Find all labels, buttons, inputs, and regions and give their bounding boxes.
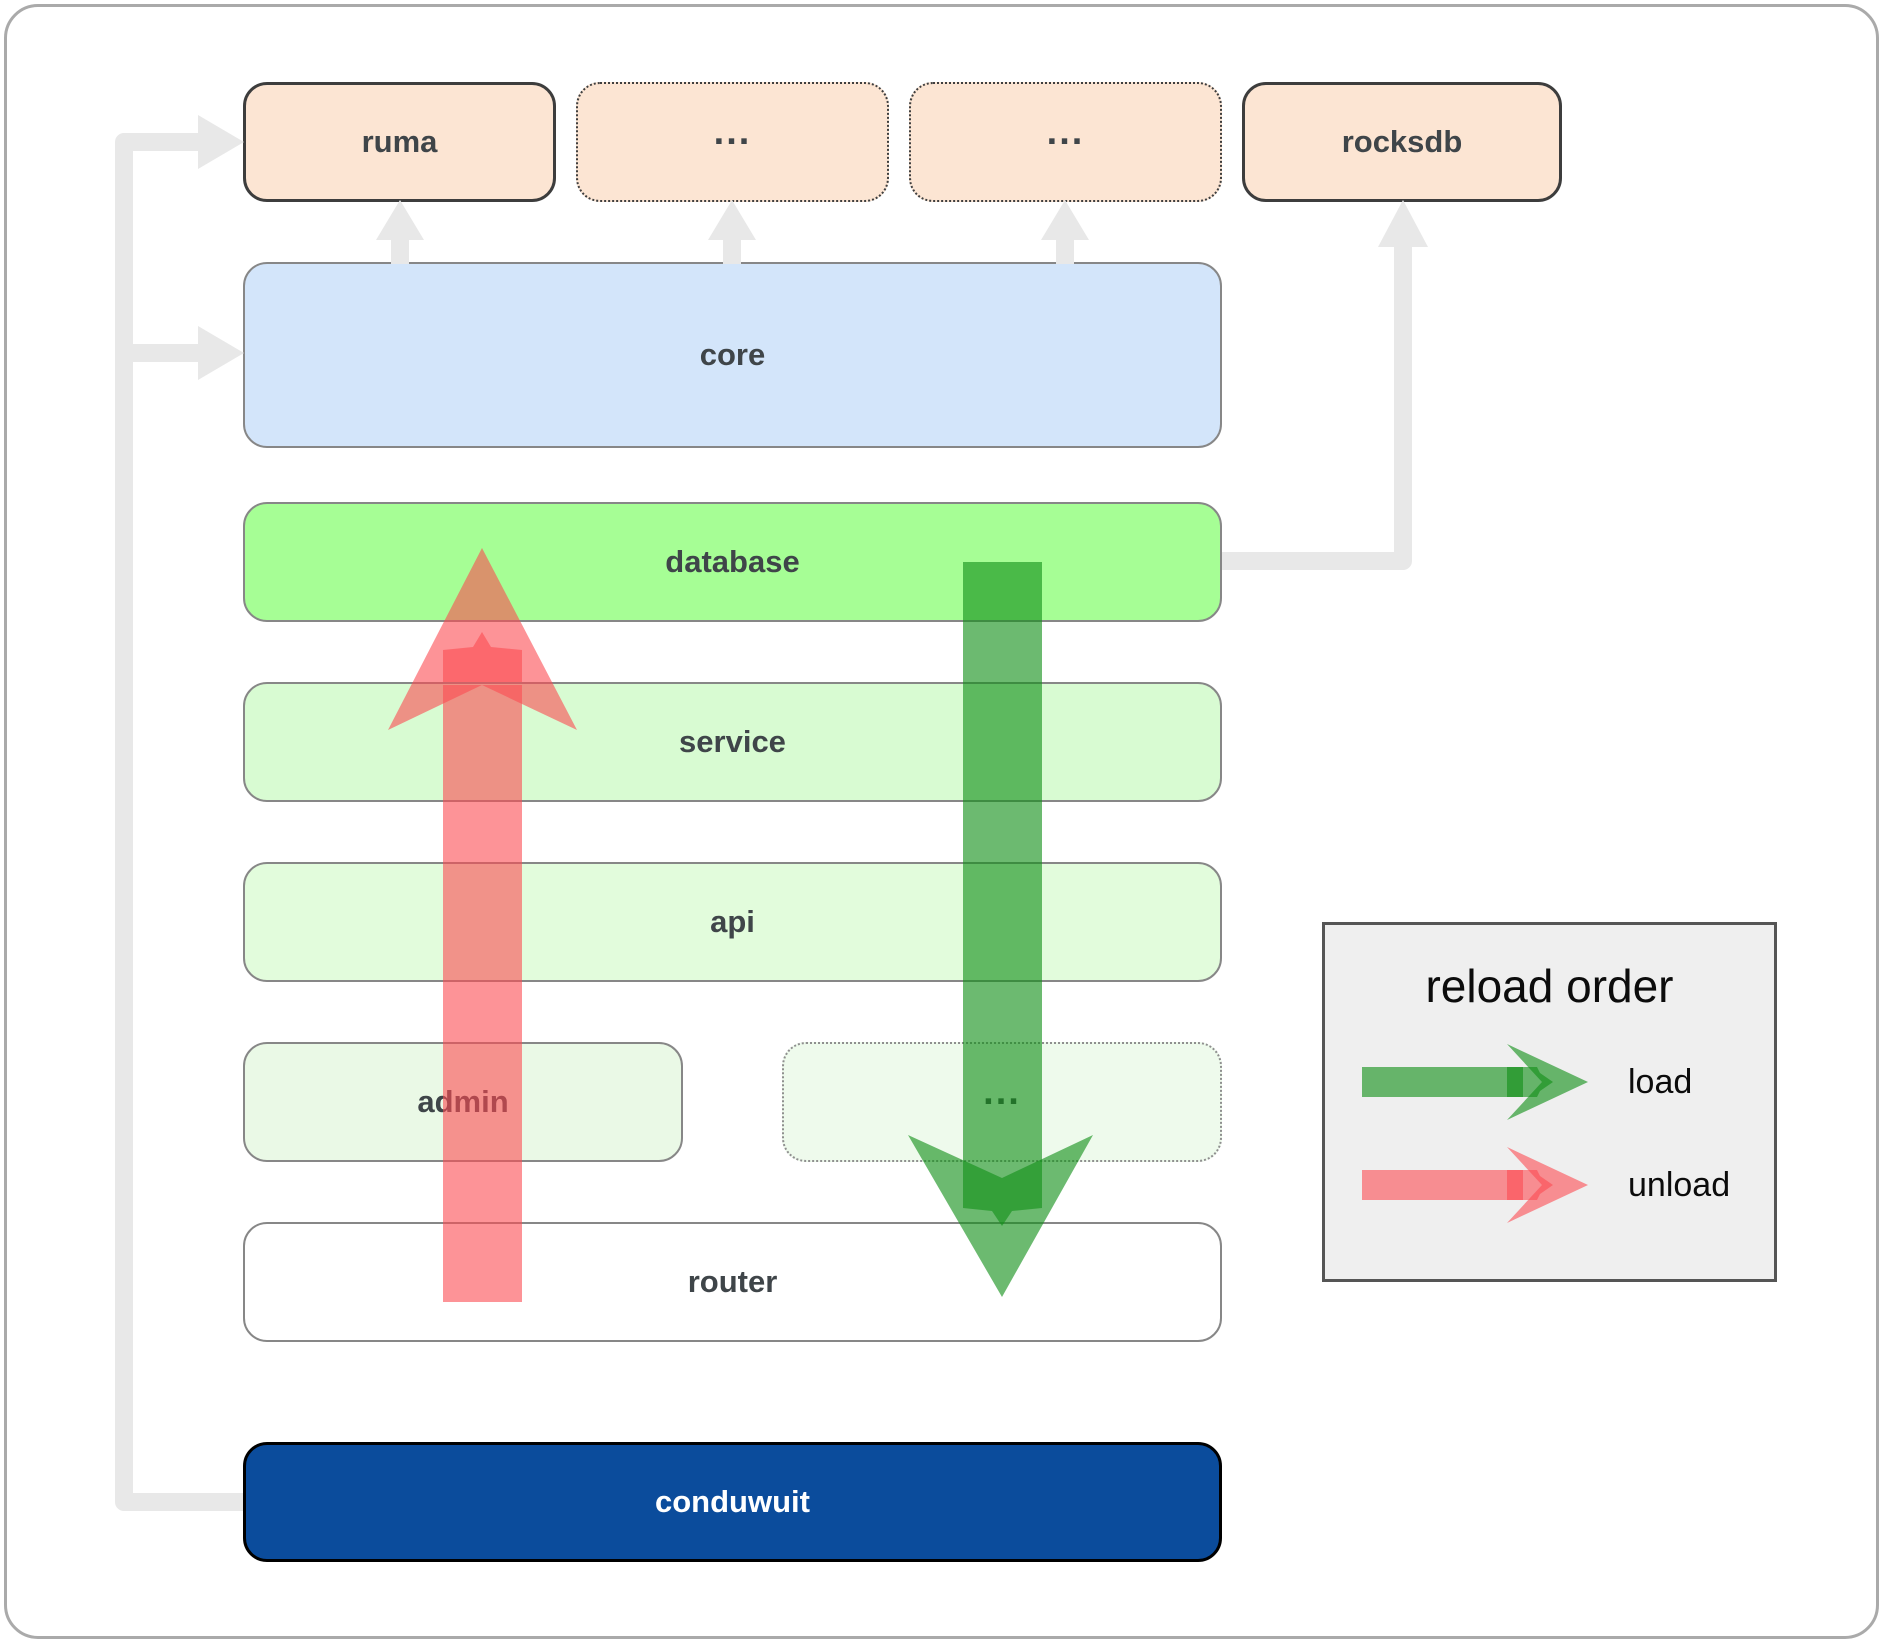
arrow-shaft [1056, 236, 1074, 264]
box-service: service [243, 682, 1222, 802]
arrow-shaft [723, 236, 741, 264]
box-service-label: service [679, 724, 786, 759]
box-ruma-label: ruma [361, 124, 438, 159]
core-dependency-arrow-crate1 [708, 200, 756, 264]
legend-load-label: load [1628, 1063, 1693, 1101]
box-api-label: api [710, 904, 755, 939]
box-core-label: core [699, 337, 766, 372]
arrowhead-up-icon [708, 200, 756, 240]
box-other-service: ... [782, 1042, 1222, 1162]
box-rocksdb-label: rocksdb [1341, 124, 1463, 159]
box-router-label: router [687, 1264, 778, 1299]
legend-title: reload order [1425, 960, 1674, 1012]
unload-arrow-marker-icon [443, 632, 522, 682]
connector-elbow-left [115, 133, 243, 1511]
box-conduwuit: conduwuit [243, 1442, 1222, 1562]
box-other-crate-2: ... [909, 82, 1222, 202]
legend-reload-order: reload order load unload [1322, 922, 1777, 1282]
box-database-label: database [665, 544, 800, 579]
box-admin-label: admin [417, 1084, 509, 1119]
database-rocksdb-connector [1222, 200, 1428, 570]
arrow-shaft [391, 236, 409, 264]
arrowhead-to-ruma-icon [198, 115, 244, 169]
box-other-crate-1-label: ... [713, 110, 752, 153]
connector-elbow-right [1222, 247, 1412, 570]
box-ruma: ruma [243, 82, 556, 202]
legend-unload-label: unload [1628, 1166, 1731, 1204]
box-router: router [243, 1222, 1222, 1342]
box-other-crate-1: ... [576, 82, 889, 202]
diagram-frame [4, 4, 1879, 1639]
conduwuit-dependency-connector [115, 115, 244, 1511]
box-rocksdb: rocksdb [1242, 82, 1562, 202]
box-database: database [243, 502, 1222, 622]
arrowhead-to-rocksdb-icon [1378, 200, 1428, 247]
box-conduwuit-label: conduwuit [655, 1484, 810, 1519]
box-api: api [243, 862, 1222, 982]
box-core: core [243, 262, 1222, 448]
arrowhead-up-icon [1041, 200, 1089, 240]
box-admin: admin [243, 1042, 683, 1162]
core-dependency-arrow-crate2 [1041, 200, 1089, 264]
load-arrow-marker-icon [963, 1178, 1042, 1226]
core-dependency-arrow-ruma [376, 200, 424, 264]
box-other-crate-2-label: ... [1046, 110, 1085, 153]
arrowhead-up-icon [376, 200, 424, 240]
box-other-service-label: ... [983, 1070, 1021, 1113]
arrowhead-to-core-icon [198, 326, 244, 380]
